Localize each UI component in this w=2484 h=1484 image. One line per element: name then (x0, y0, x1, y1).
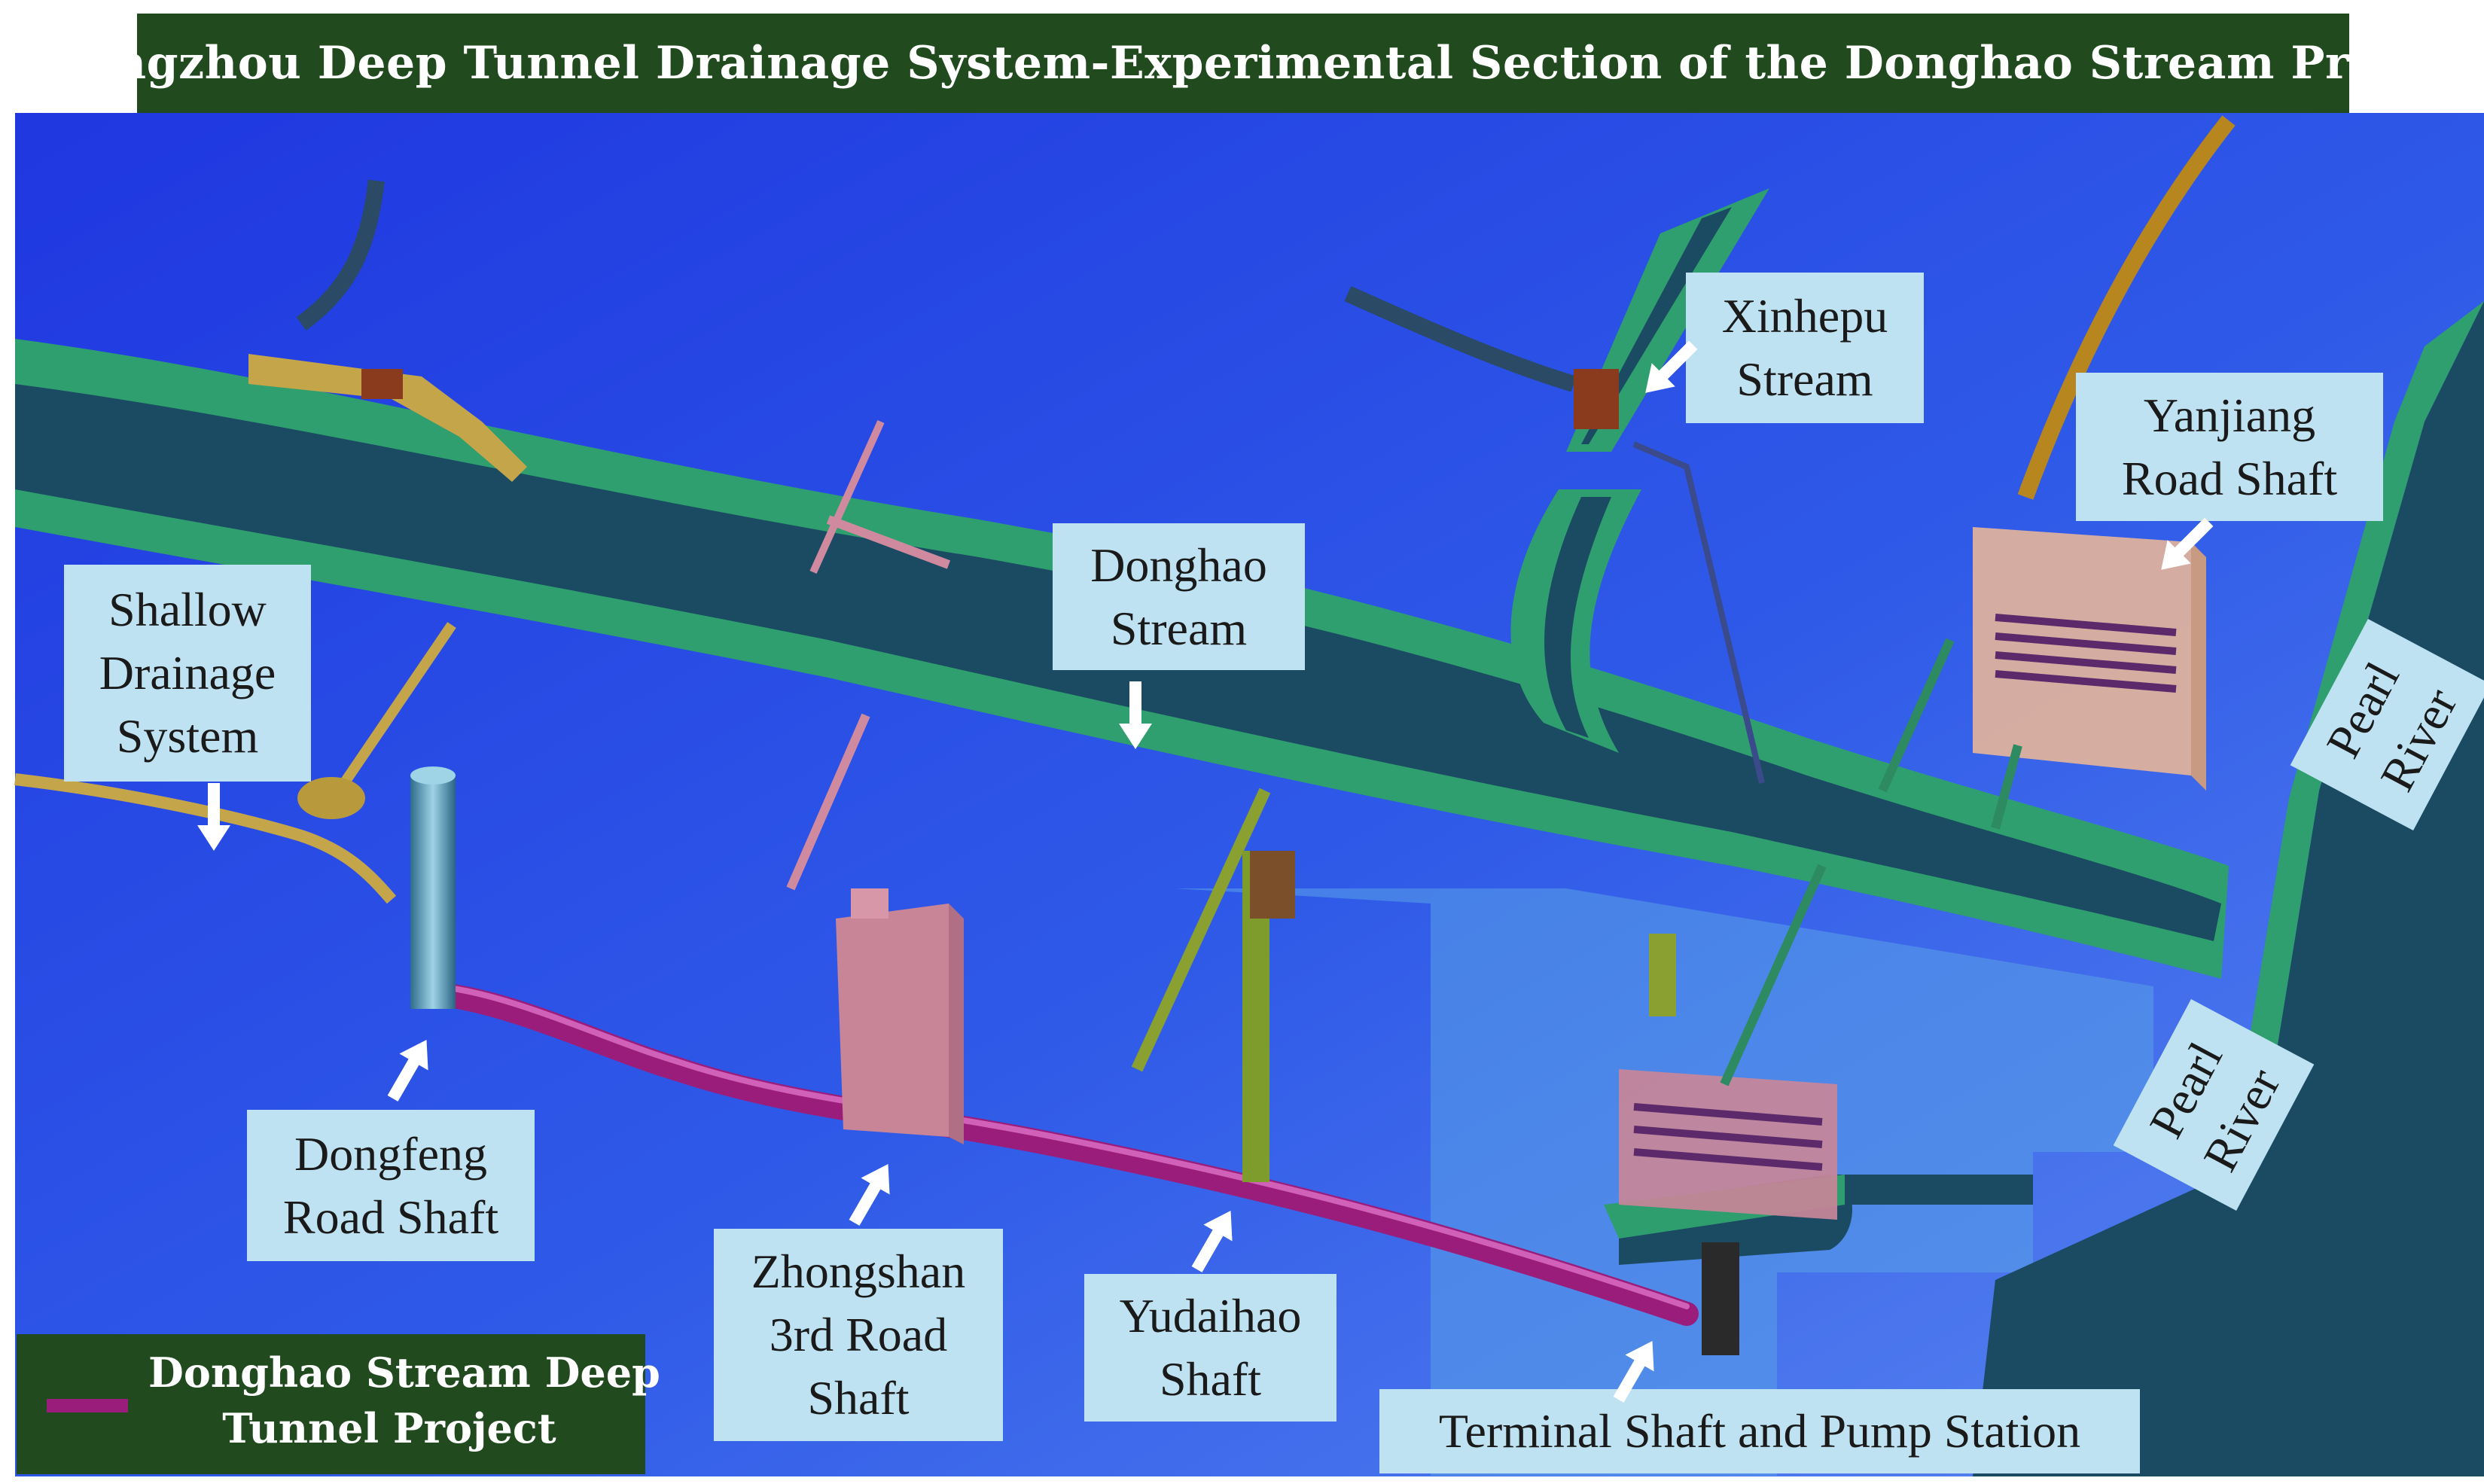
label-xinhepu-stream: Xinhepu Stream (1686, 273, 1924, 423)
dongfeng-shaft-top (410, 766, 456, 785)
label-line: Terminal Shaft and Pump Station (1438, 1404, 2081, 1458)
xinhepu-intake-box (1574, 369, 1619, 429)
label-line: Xinhepu (1721, 289, 1888, 343)
yanjiang-shaft-box (1973, 527, 2191, 776)
zhongshan-upper-connector (809, 419, 885, 574)
terminal-outlet-channel (1837, 1175, 2033, 1205)
yanjiang-pipes (1995, 614, 2177, 693)
label-yudaihao-shaft: Yudaihao Shaft (1084, 1274, 1336, 1422)
yudaihao-connector (1131, 788, 1271, 1072)
label-line: Donghao (1090, 538, 1267, 592)
dongfeng-shaft-cylinder (410, 776, 456, 1009)
label-dongfeng-road-shaft: Dongfeng Road Shaft (247, 1110, 535, 1261)
pearl-river-bank (2229, 301, 2484, 1163)
yanjiang-supply-pipe (2017, 115, 2236, 500)
pearl-river (1973, 301, 2484, 1476)
yanjiang-down-pipe (1878, 638, 1955, 793)
terminal-pipes (1633, 1103, 1823, 1171)
label-shallow-drainage-system: Shallow Drainage System (64, 565, 311, 782)
zhongshan-upper-bar (826, 515, 951, 569)
middle-branch-bank (1510, 489, 1641, 753)
legend-swatch-deep-tunnel (47, 1399, 128, 1412)
label-line: System (116, 709, 259, 763)
legend-label-line: Donghao Stream Deep (148, 1348, 660, 1397)
xinhepu-drop-line (1632, 441, 1765, 784)
shallow-drainage-manhole (297, 777, 365, 819)
label-line: Road Shaft (2121, 451, 2338, 505)
arrow-down-left-icon (1645, 340, 1698, 393)
arrow-up-right-icon (1191, 1211, 1233, 1272)
label-line: 3rd Road (769, 1308, 948, 1361)
label-line: Shaft (807, 1371, 910, 1425)
arrow-down-icon (1119, 681, 1152, 749)
arrow-down-icon (197, 783, 230, 851)
label-line: Yudaihao (1119, 1289, 1302, 1342)
label-line: Stream (1736, 352, 1873, 406)
legend-label: Donghao Stream Deep Tunnel Project (148, 1345, 660, 1456)
arrow-up-right-icon (1613, 1341, 1654, 1403)
terminal-drop-shaft (1702, 1242, 1739, 1355)
legend-label-line: Tunnel Project (222, 1404, 556, 1452)
arrow-up-right-icon (849, 1164, 890, 1226)
zhongshan-shaft-side (949, 904, 964, 1144)
page-title: Guangzhou Deep Tunnel Drainage System-Ex… (11, 14, 2474, 113)
upper-intake-platform (248, 354, 527, 482)
label-line: Shaft (1159, 1352, 1262, 1406)
terminal-intake-tower (1649, 934, 1676, 1016)
xinhepu-pipe (1344, 285, 1577, 392)
yanjiang-shaft-side (2191, 542, 2206, 791)
label-line: Dongfeng (294, 1126, 487, 1181)
label-line: Road Shaft (282, 1190, 499, 1244)
yudaihao-shaft-cap (1250, 851, 1295, 919)
zhongshan-connector (786, 713, 870, 891)
yanjiang-outfall (1991, 744, 2022, 830)
upper-intake-box (361, 369, 403, 399)
terminal-connector (1720, 864, 1827, 1086)
arrow-down-left-icon (2161, 517, 2214, 570)
label-line: Shallow (108, 583, 267, 636)
arrow-up-right-icon (387, 1040, 428, 1102)
label-line: Stream (1110, 601, 1248, 655)
upper-intake-pipe (296, 179, 385, 331)
label-yanjiang-road-shaft: Yanjiang Road Shaft (2076, 373, 2383, 521)
label-line: Zhongshan (751, 1245, 966, 1298)
label-line: Yanjiang (2143, 388, 2316, 442)
zhongshan-shaft-front (836, 904, 949, 1137)
label-terminal-shaft-pump-station: Terminal Shaft and Pump Station (1379, 1389, 2140, 1473)
middle-branch-water (1544, 497, 1611, 738)
legend: Donghao Stream Deep Tunnel Project (17, 1334, 660, 1474)
shallow-drainage-pipe (14, 773, 397, 904)
label-zhongshan-3rd-road-shaft: Zhongshan 3rd Road Shaft (714, 1229, 1003, 1441)
zhongshan-shaft-cap (851, 888, 888, 919)
label-donghao-stream: Donghao Stream (1053, 523, 1305, 670)
label-line: Drainage (99, 646, 276, 699)
